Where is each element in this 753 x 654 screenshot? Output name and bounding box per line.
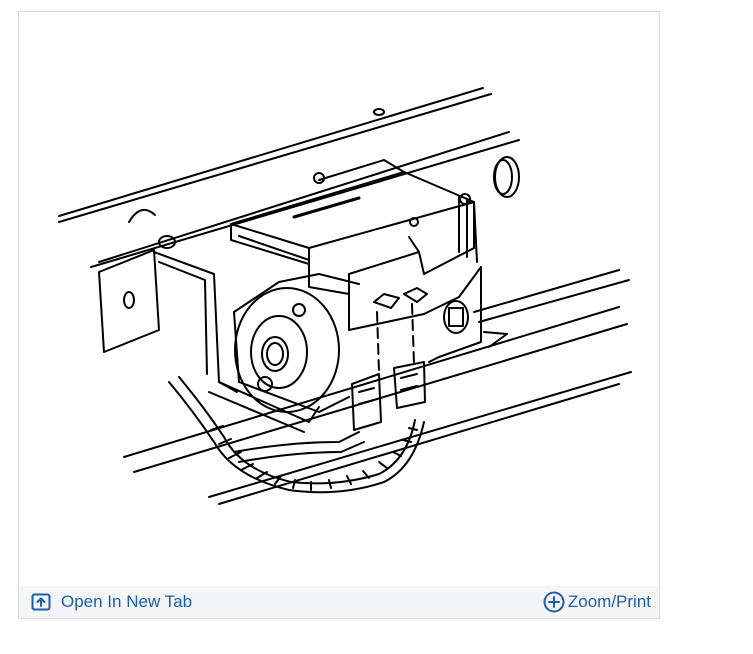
line-drawing-illustration bbox=[58, 87, 632, 505]
control-module bbox=[230, 159, 478, 295]
circle-plus-icon bbox=[543, 591, 565, 613]
zoom-print-button[interactable]: Zoom/Print bbox=[543, 591, 651, 613]
wiring-harness bbox=[168, 376, 425, 494]
modulator-housing bbox=[348, 266, 508, 363]
pump-motor bbox=[233, 273, 360, 413]
open-in-new-tab-label: Open In New Tab bbox=[61, 592, 193, 611]
frame-rail-lower bbox=[123, 269, 632, 505]
image-toolbar: Open In New Tab Zoom/Print bbox=[19, 586, 659, 618]
zoom-print-label: Zoom/Print bbox=[567, 592, 651, 611]
mounting-bracket bbox=[98, 235, 320, 433]
wire-connectors bbox=[351, 287, 428, 431]
frame-rail-upper bbox=[58, 87, 520, 268]
open-in-new-tab-button[interactable]: Open In New Tab bbox=[31, 592, 192, 612]
open-in-new-tab-icon bbox=[31, 593, 51, 611]
image-viewer: Open In New Tab Zoom/Print bbox=[18, 11, 660, 619]
